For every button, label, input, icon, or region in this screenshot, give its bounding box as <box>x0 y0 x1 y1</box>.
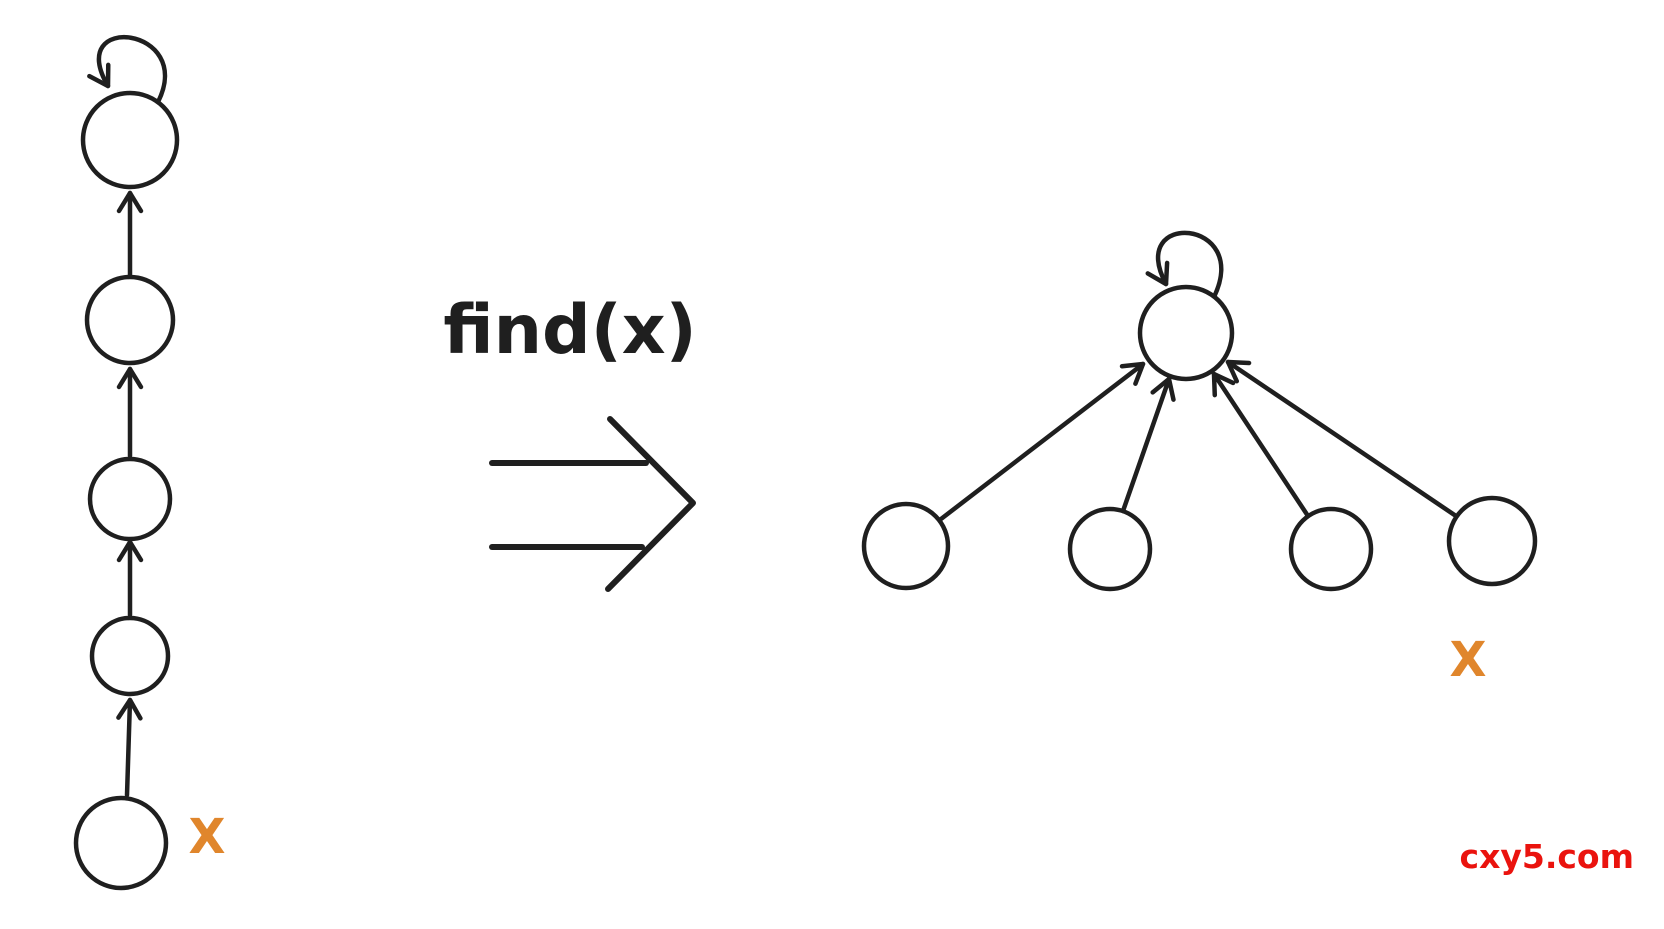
implication-arrow-chevron <box>605 416 696 592</box>
chain-node-2 <box>84 274 176 366</box>
implication-arrow-icon <box>489 416 696 592</box>
edge-node5-to-node4 <box>116 697 143 798</box>
watermark-text: cxy5.com <box>1460 837 1634 876</box>
tree-leaf-4-x <box>1446 495 1538 587</box>
chain-node-5-x <box>73 795 169 891</box>
self-loop-edge-left-root <box>87 34 168 105</box>
x-label-left: X <box>188 809 225 865</box>
ink-strokes <box>73 34 1538 891</box>
tree-root-node <box>1137 284 1235 382</box>
operation-label: find(x) <box>443 291 697 370</box>
chain-node-1-root <box>80 90 180 190</box>
tree-leaf-2 <box>1067 506 1153 592</box>
edge-leaf1-to-root <box>938 361 1146 522</box>
x-label-right: X <box>1449 632 1486 688</box>
edge-leaf4-to-root <box>1225 359 1459 519</box>
edge-leaf2-to-root <box>1120 376 1176 514</box>
tree-leaf-3 <box>1288 506 1374 592</box>
chain-node-4 <box>89 615 171 697</box>
after-tree <box>861 230 1538 592</box>
chain-node-3 <box>87 456 173 542</box>
before-chain <box>73 34 180 891</box>
tree-leaf-1 <box>861 501 951 591</box>
self-loop-edge-right-root <box>1145 230 1224 300</box>
edge-leaf3-to-root <box>1211 371 1311 519</box>
